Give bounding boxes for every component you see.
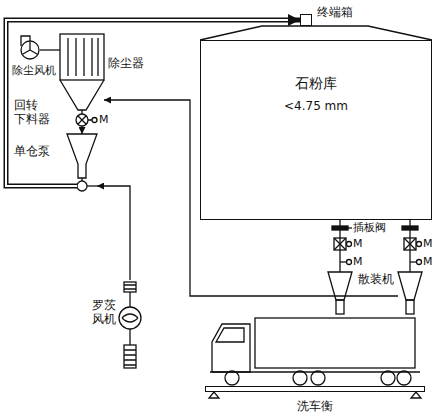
pump-node: 单仓泵 [67,134,97,192]
roots-blower [124,282,136,292]
equipment-label: 除尘器 [108,56,144,70]
equipment-label: 罗茨 风机 [92,298,123,327]
equipment-label: 回转 下料器 [14,98,55,127]
silo-roof [200,26,432,40]
roots-blower [119,307,141,329]
rotary-feeder [76,114,97,126]
motor-label: M [423,237,433,250]
roots-blower [122,314,138,322]
dust-duct [104,100,398,296]
motor-label: M [353,255,363,268]
blower-node: 罗茨 风机 [120,280,140,370]
truck [216,328,244,342]
right-loader-column [410,261,417,262]
truck [225,371,239,385]
scale-feet [209,392,219,398]
equipment-label: 洗车衡 [206,399,424,413]
scale-feet [209,392,421,398]
motor-label: M [99,113,109,126]
dust-collector [60,34,104,80]
terminal-box: 终端箱 [300,14,312,26]
right-loader-column [417,242,422,247]
equipment-label: 除尘风机 [12,64,56,77]
roots-blower [129,329,130,345]
silo-name: 石粉库 [201,75,431,92]
roots-blower [124,345,136,368]
equipment-label: 散装机 [358,272,394,286]
fan-symbol [21,36,30,46]
dust-collector [60,80,104,110]
pump-vessel [67,134,97,191]
right-loader-column [398,272,422,300]
left-loader-column [336,300,344,314]
rotary-feeder [78,116,92,124]
right-loader-column [417,260,422,265]
truck [212,324,250,372]
truck [293,371,307,385]
fan-symbol [21,36,39,59]
conveying-pipe [6,20,300,186]
air-line [97,186,130,280]
left-loader-column [328,220,352,314]
right-loader-column [406,300,414,314]
dust-collector-node: 除尘器 [60,34,104,110]
silo-outlet [409,220,410,272]
left-loader-column [340,261,347,262]
left-loader-column [332,226,348,230]
left-loader-column [348,227,352,228]
pump-vessel [77,181,87,191]
feed-line [81,126,82,134]
equipment-label: 单仓泵 [14,144,50,158]
truck [210,318,420,385]
equipment-label: 终端箱 [317,5,353,19]
valve-label: 插板阀 [353,221,386,234]
rotary-feeder-node: 回转 下料器 [76,114,88,126]
left-loader-column [347,242,352,247]
truck [255,318,415,368]
truck [397,371,411,385]
silo-roof [200,26,432,40]
bulk-loader-node: 散装机 [398,272,422,300]
truck [311,371,325,385]
pump-vessel [87,185,97,186]
fan-node: 除尘风机 [20,40,40,60]
size-note: <4.75 mm [201,99,431,113]
dust-collector [60,34,104,110]
pump-vessel [67,185,77,187]
pipe-core [6,20,288,186]
fan-duct [40,49,60,50]
left-loader-column [347,260,352,265]
motor-label: M [423,255,433,268]
roots-blower [129,292,130,307]
left-loader-column [334,238,346,250]
scale-feet [411,392,421,398]
motor-label: M [353,237,363,250]
fan-symbol [21,41,39,59]
rotary-feeder [92,118,97,123]
discharge-line [81,110,82,114]
truck [381,371,395,385]
roots-blower [119,282,141,368]
roots-blower [124,350,136,365]
pump-vessel [67,184,77,189]
fan-symbol [23,42,37,54]
silo-box: 石粉库 <4.75 mm [200,40,432,220]
left-loader-column [334,238,347,250]
roots-blower [124,285,136,289]
truck-scale: 洗车衡 [205,386,425,392]
dust-collector [68,38,98,76]
pump-vessel [67,134,97,178]
